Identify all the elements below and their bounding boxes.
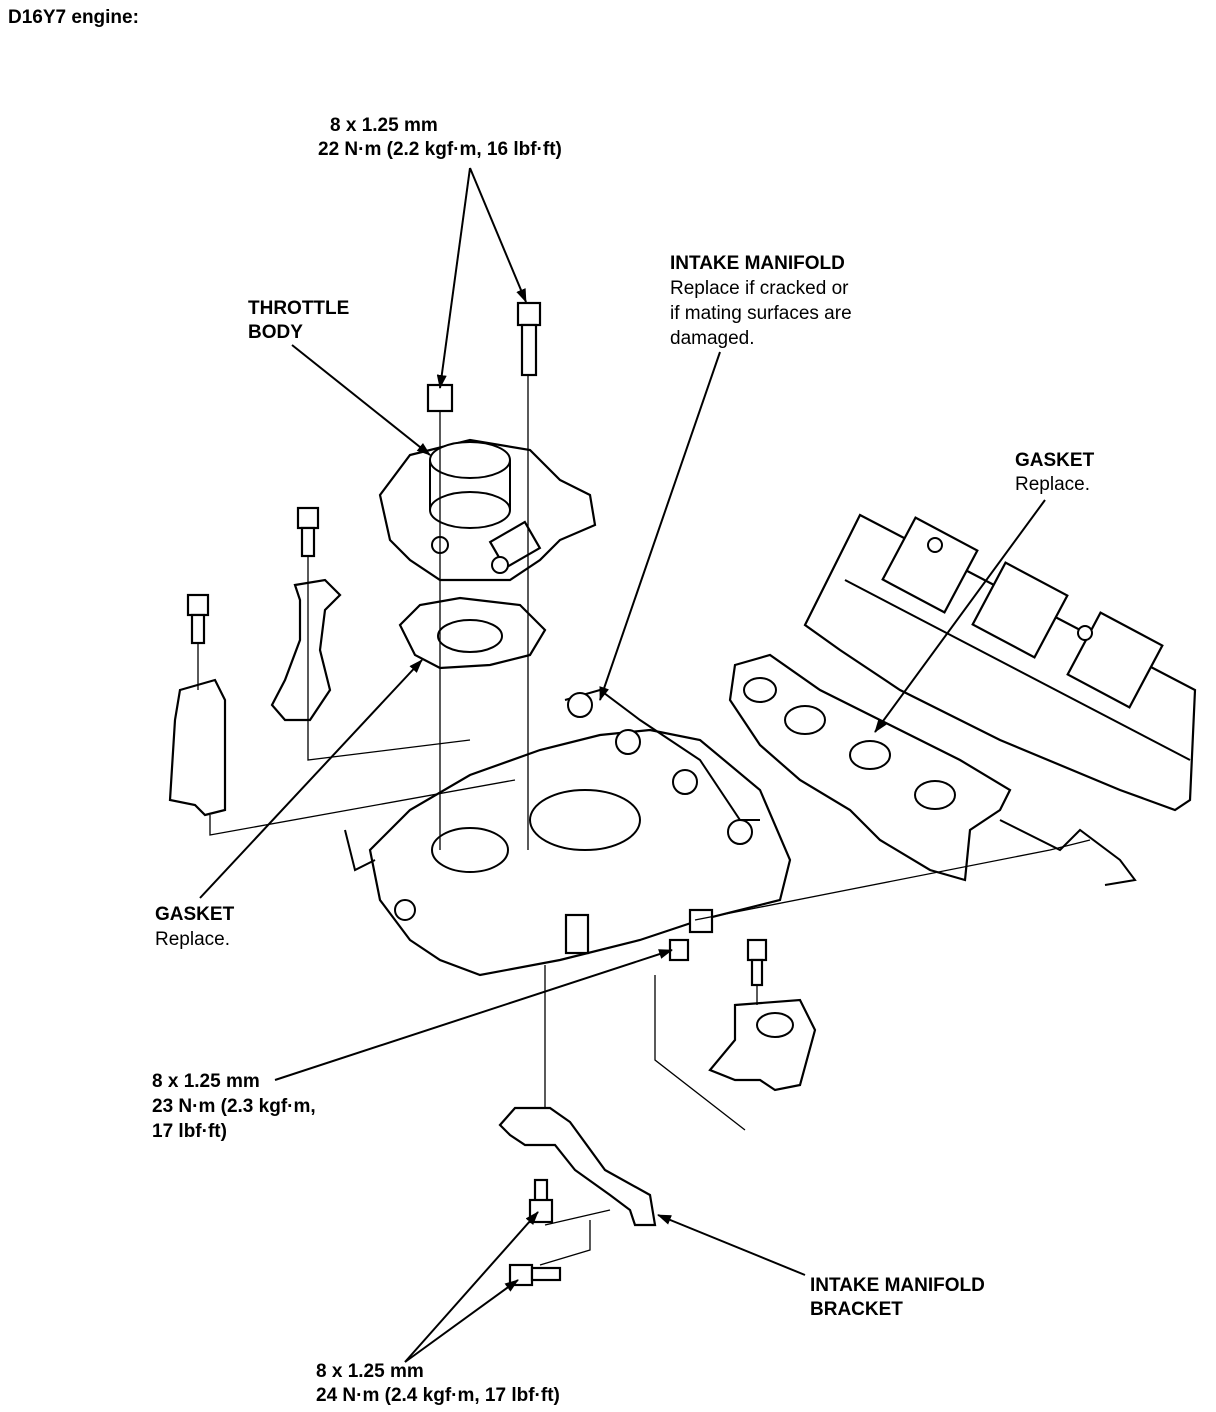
top-bolt-torque: 22 N·m (2.2 kgf·m, 16 lbf·ft): [318, 139, 562, 160]
bolts: [186, 301, 768, 1287]
intake-manifold-note-1: Replace if cracked or: [670, 278, 849, 299]
throttle-body-label-2: BODY: [248, 322, 303, 343]
throttle-gasket-label: GASKET: [155, 904, 235, 925]
bottom-bolt-torque: 24 N·m (2.4 kgf·m, 17 lbf·ft): [316, 1385, 560, 1406]
intake-manifold-note-2: if mating surfaces are: [670, 303, 852, 324]
throttle-gasket-note: Replace.: [155, 929, 230, 950]
mid-bolt-torque-2: 17 lbf·ft): [152, 1121, 227, 1142]
top-bolt-size: 8 x 1.25 mm: [330, 115, 438, 136]
left-brackets: [168, 578, 342, 817]
mid-bolt-size: 8 x 1.25 mm: [152, 1071, 260, 1092]
manifold-bracket: [498, 1106, 657, 1227]
alignment-lines: [197, 375, 1091, 1266]
head-gasket-note: Replace.: [1015, 474, 1090, 495]
intake-manifold: [344, 688, 792, 977]
leader-arrows: [199, 167, 1046, 1363]
head-gasket: [728, 653, 1012, 882]
throttle-gasket: [398, 596, 547, 670]
bracket-label-1: INTAKE MANIFOLD: [810, 1275, 985, 1296]
throttle-body-label-1: THROTTLE: [248, 298, 350, 319]
bracket-label-2: BRACKET: [810, 1299, 903, 1320]
cylinder-head: [803, 513, 1197, 886]
intake-manifold-note-3: damaged.: [670, 328, 755, 349]
mid-bolt-torque-1: 23 N·m (2.3 kgf·m,: [152, 1096, 316, 1117]
bottom-bolt-size: 8 x 1.25 mm: [316, 1361, 424, 1382]
head-gasket-label: GASKET: [1015, 450, 1095, 471]
side-valve: [708, 998, 817, 1092]
throttle-body: [378, 438, 597, 582]
intake-manifold-label: INTAKE MANIFOLD: [670, 253, 845, 274]
page-heading: D16Y7 engine:: [8, 7, 139, 28]
